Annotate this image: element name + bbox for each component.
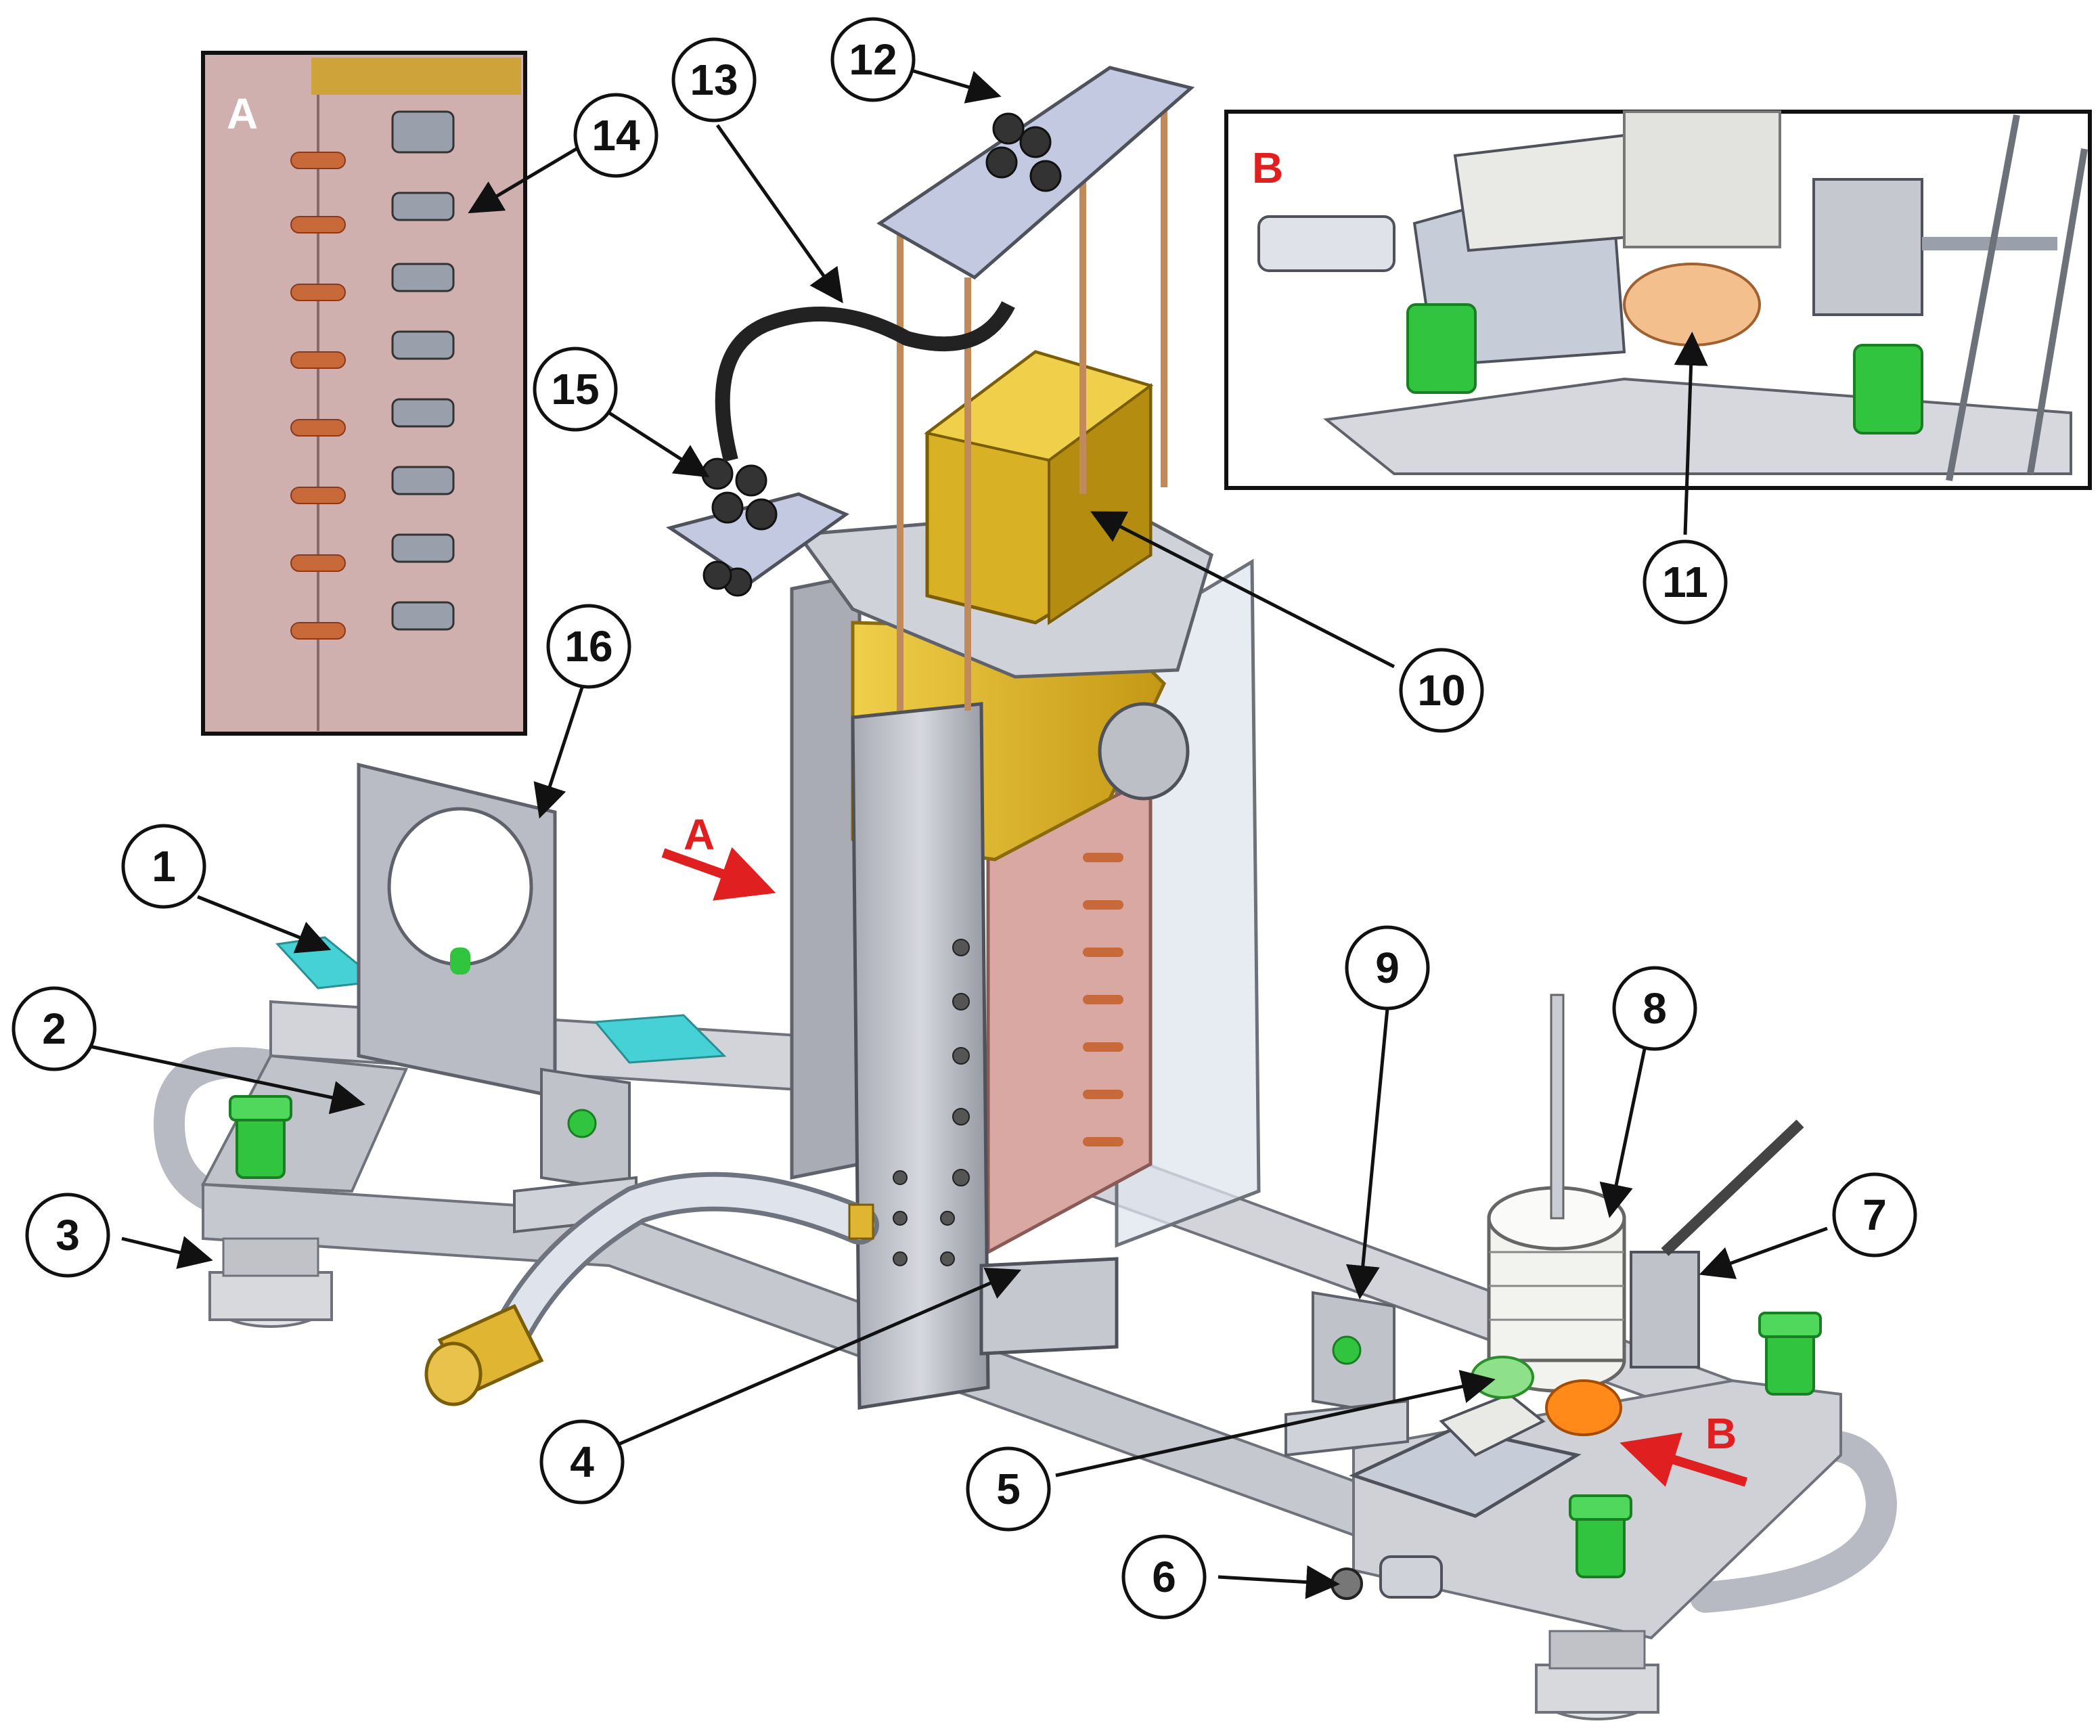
detail-b-green-fitting-left bbox=[1406, 303, 1477, 394]
callout-4-label: 4 bbox=[570, 1438, 594, 1486]
callout-1-label: 1 bbox=[152, 842, 176, 891]
flex-hose bbox=[424, 1172, 879, 1406]
callout-3: 3 bbox=[25, 1193, 110, 1278]
callout-5: 5 bbox=[966, 1446, 1051, 1532]
small-bracket-right bbox=[1284, 1291, 1409, 1457]
callout-6-label: 6 bbox=[1152, 1553, 1176, 1601]
right-foot bbox=[1535, 1630, 1659, 1720]
adjust-knob bbox=[1331, 1555, 1443, 1600]
side-motor bbox=[1098, 702, 1190, 801]
detail-view-b: B bbox=[1224, 110, 2092, 490]
view-arrow-a: A bbox=[661, 810, 776, 901]
callout-16: 16 bbox=[546, 604, 631, 689]
detail-view-a: A bbox=[201, 51, 527, 736]
sample-stage bbox=[1349, 1356, 1622, 1518]
callout-14: 14 bbox=[573, 93, 658, 178]
callout-10-label: 10 bbox=[1417, 666, 1465, 715]
callout-1: 1 bbox=[121, 824, 206, 909]
callout-7: 7 bbox=[1832, 1172, 1917, 1258]
guide-block bbox=[1630, 1119, 1804, 1368]
callout-9-label: 9 bbox=[1375, 943, 1400, 992]
black-cable bbox=[715, 301, 1015, 462]
side-bracket-plate bbox=[665, 458, 850, 597]
callout-13: 13 bbox=[671, 37, 757, 123]
callout-4: 4 bbox=[539, 1419, 625, 1505]
callout-16-label: 16 bbox=[564, 622, 612, 671]
yellow-box bbox=[924, 350, 1154, 625]
brass-fitting bbox=[424, 1304, 544, 1406]
callout-3-label: 3 bbox=[55, 1211, 80, 1260]
copper-pins bbox=[1083, 853, 1123, 1147]
callout-14-label: 14 bbox=[591, 111, 640, 160]
callout-7-label: 7 bbox=[1862, 1190, 1887, 1239]
callout-15: 15 bbox=[533, 347, 618, 432]
column-bolts bbox=[893, 939, 970, 1266]
callout-13-label: 13 bbox=[690, 55, 738, 104]
weight-stack bbox=[1487, 994, 1626, 1393]
callout-8-label: 8 bbox=[1643, 984, 1667, 1033]
callout-12-label: 12 bbox=[849, 35, 897, 84]
green-fitting-right-back bbox=[1758, 1312, 1822, 1396]
detail-b-letter: B bbox=[1252, 143, 1283, 192]
cyan-spacer-right bbox=[593, 1014, 727, 1064]
camera-bracket-plate bbox=[357, 762, 557, 1099]
main-tower bbox=[665, 66, 1261, 1410]
view-arrow-b: B bbox=[1619, 1409, 1748, 1487]
callout-15-label: 15 bbox=[551, 365, 599, 414]
detail-b-green-fitting-right bbox=[1853, 344, 1923, 435]
callout-8: 8 bbox=[1612, 966, 1697, 1051]
green-fitting-left bbox=[229, 1095, 292, 1179]
green-fitting-right-front bbox=[1569, 1494, 1632, 1578]
callout-11-label: 11 bbox=[1662, 558, 1708, 606]
detail-a-pins bbox=[290, 152, 346, 640]
callout-9: 9 bbox=[1345, 925, 1430, 1010]
view-arrow-a-letter: A bbox=[684, 810, 715, 859]
callout-2: 2 bbox=[12, 986, 97, 1071]
callout-5-label: 5 bbox=[996, 1465, 1021, 1513]
left-handle bbox=[153, 1047, 307, 1220]
callout-leaders bbox=[86, 69, 1828, 1599]
callout-2-label: 2 bbox=[42, 1004, 66, 1053]
detail-a-letter: A bbox=[227, 89, 258, 138]
callout-6: 6 bbox=[1121, 1534, 1207, 1620]
top-bracket-plate bbox=[876, 66, 1195, 280]
left-foot bbox=[208, 1237, 333, 1328]
front-column bbox=[851, 702, 990, 1410]
callout-11: 11 bbox=[1643, 539, 1728, 625]
callout-12: 12 bbox=[830, 17, 916, 102]
view-arrow-b-letter: B bbox=[1705, 1409, 1737, 1458]
detail-a-nuts bbox=[391, 110, 455, 631]
callout-10: 10 bbox=[1399, 648, 1484, 733]
